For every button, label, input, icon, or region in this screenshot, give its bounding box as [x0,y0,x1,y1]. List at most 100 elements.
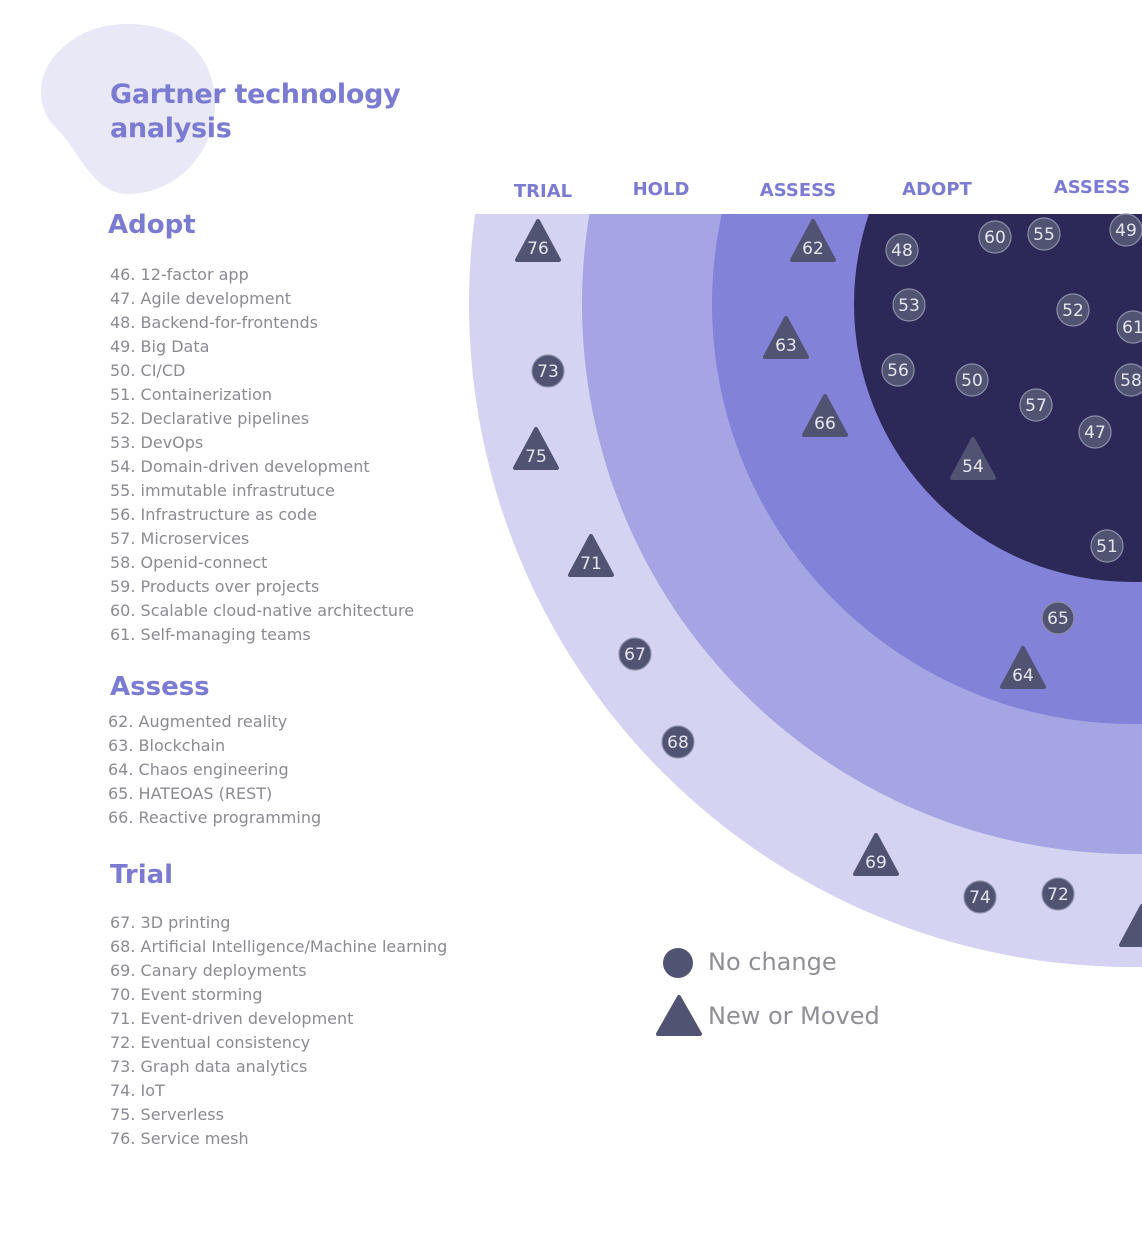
assess-item-list: 62. Augmented reality 63. Blockchain 64.… [108,710,321,830]
marker-label: 66 [814,414,836,434]
marker-circle-icon [892,288,926,322]
marker-label: 54 [962,457,984,477]
marker-circle-icon [1078,415,1112,449]
marker-triangle-icon [568,534,614,577]
marker-label: 60 [984,228,1006,248]
ring-labels: TRIAL HOLD ASSESS ADOPT ASSESS [514,177,1130,202]
legend-triangle-icon [656,995,702,1036]
legend-label-no-change: No change [708,948,837,976]
list-item: 66. Reactive programming [108,808,322,827]
marker-label: 75 [525,447,547,467]
list-item: 47. Agile development [110,289,291,308]
ring-label-assess: ASSESS [760,180,836,201]
marker-label: 62 [802,239,824,259]
marker-label: 63 [775,336,797,356]
marker-label: 50 [961,371,983,391]
marker-circle-icon [1114,363,1142,397]
list-item: 70. Event storming [110,985,263,1004]
marker-label: 68 [667,733,689,753]
marker-circle-icon [531,354,565,388]
legend-label-new-or-moved: New or Moved [708,1002,880,1030]
marker-label: 69 [865,853,887,873]
title-background-blob [40,24,216,194]
list-item: 46. 12-factor app [110,265,249,284]
list-item: 52. Declarative pipelines [110,409,310,428]
list-item: 53. DevOps [110,433,204,452]
marker-circle-icon [618,637,652,671]
marker-circle-icon [881,353,915,387]
marker-triangle-icon [1000,646,1046,689]
marker-label: 67 [624,645,646,665]
list-item: 55. immutable infrastrutuce [110,481,335,500]
marker-circle-icon [963,880,997,914]
list-item: 49. Big Data [110,337,210,356]
marker-label: 73 [537,362,559,382]
blob-shape [40,24,216,194]
marker-triangle-icon [790,219,836,262]
list-item: 71. Event-driven development [110,1009,354,1028]
marker-triangle-icon [950,437,996,480]
ring-label-assess-right: ASSESS [1054,177,1130,198]
marker-label: 76 [527,239,549,259]
marker-label: 64 [1012,666,1034,686]
marker-circle-icon [955,363,989,397]
marker-circle-icon [1056,293,1090,327]
marker-circle-icon [1027,217,1061,251]
marker-label: 65 [1047,609,1069,629]
marker-label: 57 [1025,396,1047,416]
marker-circle-icon [1019,388,1053,422]
list-item: 65. HATEOAS (REST) [108,784,273,803]
list-item: 56. Infrastructure as code [110,505,317,524]
list-item: 64. Chaos engineering [108,760,289,779]
list-item: 62. Augmented reality [108,712,288,731]
marker-circle-icon [1041,601,1075,635]
marker-label: 61 [1122,318,1142,338]
list-item: 57. Microservices [110,529,250,548]
marker-triangle-icon [802,394,848,437]
marker-circle-icon [1041,877,1075,911]
marker-label: 55 [1033,225,1055,245]
marker-label: 56 [887,361,909,381]
title-line-2: analysis [110,113,232,144]
ring-label-trial: TRIAL [514,181,572,202]
marker-label: 47 [1084,423,1106,443]
list-item: 73. Graph data analytics [110,1057,308,1076]
marker-label: 49 [1115,221,1137,241]
list-item: 50. CI/CD [110,361,186,380]
legend-circle-icon [663,948,693,978]
list-item: 54. Domain-driven development [110,457,370,476]
marker-circle-icon [1109,213,1142,247]
trial-item-list: 67. 3D printing 68. Artificial Intellige… [110,911,447,1151]
marker-circle-icon [661,725,695,759]
ring-label-hold: HOLD [633,179,690,200]
marker-circle-icon [1090,529,1124,563]
adopt-item-list: 46. 12-factor app 47. Agile development … [110,263,414,647]
marker-label: 48 [891,241,913,261]
list-item: 59. Products over projects [110,577,320,596]
section-heading-adopt: Adopt [108,210,196,240]
marker-label: 51 [1096,537,1118,557]
legend: No change New or Moved [656,948,880,1036]
radar-rings [469,214,1142,967]
marker-triangle-icon [853,833,899,876]
marker-circle-icon [978,220,1012,254]
list-item: 67. 3D printing [110,913,231,932]
marker-label: 72 [1047,885,1069,905]
marker-label: 74 [969,888,991,908]
list-item: 63. Blockchain [108,736,226,755]
list-item: 68. Artificial Intelligence/Machine lear… [110,937,448,956]
list-item: 76. Service mesh [110,1129,249,1148]
marker-label: 58 [1120,371,1142,391]
marker-label: 53 [898,296,920,316]
section-heading-trial: Trial [110,860,174,890]
marker-triangle-icon [1119,904,1142,947]
ring-label-adopt: ADOPT [902,179,972,200]
marker-triangle-icon [763,316,809,359]
list-item: 61. Self-managing teams [110,625,311,644]
list-item: 74. IoT [110,1081,165,1100]
list-item: 75. Serverless [110,1105,224,1124]
list-item: 69. Canary deployments [110,961,307,980]
list-item: 72. Eventual consistency [110,1033,311,1052]
section-heading-assess: Assess [110,672,210,702]
